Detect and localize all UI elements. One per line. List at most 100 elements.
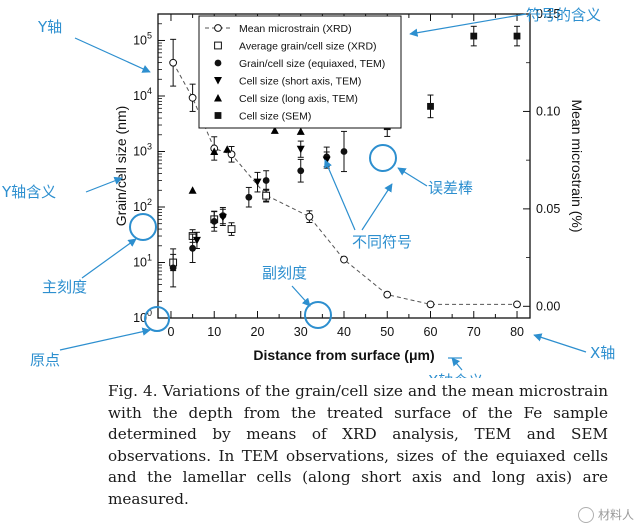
data-point (169, 58, 178, 67)
x-tick-label: 80 (510, 325, 524, 339)
y2-tick-label: 0.15 (536, 7, 560, 21)
anno-symbol-meaning: 符号的含义 (526, 6, 601, 24)
legend-box (198, 15, 402, 129)
legend-marker (214, 24, 222, 32)
anno-x-axis-arrow (533, 333, 587, 353)
legend-label: Cell size (SEM) (239, 111, 311, 123)
legend-label: Cell size (long axis, TEM) (239, 93, 358, 105)
legend-entry: Cell size (SEM) (214, 111, 311, 123)
data-point (513, 300, 521, 309)
legend-entry: Mean microstrain (XRD) (205, 23, 352, 35)
data-point (227, 225, 236, 233)
data-point (426, 300, 435, 309)
figure-caption: Fig. 4. Variations of the grain/cell siz… (108, 382, 608, 508)
legend-marker (214, 59, 222, 67)
data-point (262, 191, 271, 200)
legend-entry: Cell size (short axis, TEM) (214, 76, 361, 88)
anno-y-axis: Y轴 (37, 18, 62, 36)
data-point (296, 145, 305, 154)
anno-y-axis-arrow (74, 37, 151, 73)
data-point (470, 32, 478, 40)
series-3 (192, 140, 331, 250)
watermark-text: 材料人 (597, 508, 634, 522)
y2-tick-label: 0.00 (536, 299, 560, 313)
data-point (169, 264, 177, 272)
anno-different-symbols-arrow-1 (324, 159, 356, 231)
legend-entry: Grain/cell size (equiaxed, TEM) (214, 58, 385, 70)
anno-origin-circle (144, 306, 170, 332)
x-tick-label: 0 (168, 325, 175, 339)
y-tick-label: 100 (133, 308, 152, 325)
data-point (192, 236, 201, 245)
legend-entry: Cell size (long axis, TEM) (214, 93, 358, 105)
watermark: 材料人 (577, 506, 634, 523)
x-tick-label: 40 (337, 325, 351, 339)
series-0 (169, 38, 521, 309)
x-tick-label: 50 (380, 325, 394, 339)
data-point (210, 218, 218, 225)
x-tick-label: 30 (294, 325, 308, 339)
data-point (270, 126, 279, 134)
y2-axis-label: Mean microstrain (%) (569, 99, 585, 232)
data-point (513, 32, 521, 40)
data-point (188, 93, 197, 102)
anno-error-bar: 误差棒 (428, 179, 473, 197)
data-point (340, 255, 348, 264)
legend-label: Mean microstrain (XRD) (239, 23, 352, 35)
y-tick-label: 103 (133, 141, 152, 158)
anno-major-tick: 主刻度 (42, 278, 87, 296)
y-axis-label: Grain/cell size (nm) (113, 106, 129, 227)
series-1 (169, 188, 271, 272)
y2-tick-label: 0.10 (536, 104, 560, 118)
x-axis-label: Distance from surface (μm) (253, 347, 434, 363)
legend-marker (214, 77, 222, 85)
data-point (305, 212, 314, 221)
anno-major-tick-arrow (81, 238, 137, 279)
legend: Mean microstrain (XRD) Average grain/cell… (198, 15, 402, 129)
anno-x-axis-meaning: X轴含义 (428, 372, 483, 378)
legend-marker (214, 41, 222, 50)
data-point (218, 213, 227, 222)
legend-entry: Average grain/cell size (XRD) (214, 41, 377, 53)
anno-minor-tick: 副刻度 (262, 264, 307, 282)
x-tick-label: 10 (207, 325, 221, 339)
data-point (245, 193, 253, 201)
data-point (253, 178, 262, 187)
y-tick-label: 101 (133, 252, 152, 269)
annotations: Y轴符号的含义Y轴含义主刻度原点副刻度不同符号误差棒X轴X轴含义图题 (1, 6, 615, 378)
y-tick-label: 105 (133, 30, 152, 47)
anno-error-bar-circle (369, 144, 397, 172)
chart-marks (169, 25, 521, 309)
anno-origin: 原点 (30, 351, 60, 369)
data-point (188, 186, 197, 194)
data-point (223, 145, 232, 153)
anno-different-symbols-arrow-2 (361, 183, 393, 231)
y2-tick-label: 0.05 (536, 202, 560, 216)
x-tick-label: 20 (251, 325, 265, 339)
legend-marker (214, 112, 222, 119)
anno-different-symbols: 不同符号 (352, 233, 412, 251)
series-5 (383, 25, 521, 137)
data-point (383, 290, 392, 299)
legend-marker (214, 94, 222, 102)
anno-minor-tick-circle (304, 301, 332, 329)
data-point (340, 148, 348, 155)
data-point (262, 177, 270, 184)
legend-label: Average grain/cell size (XRD) (239, 41, 377, 53)
anno-y-axis-meaning-arrow (85, 176, 123, 193)
data-point (297, 167, 305, 175)
y-tick-label: 102 (133, 197, 152, 214)
watermark-logo-icon (577, 506, 594, 523)
anno-x-axis: X轴 (590, 344, 615, 362)
anno-symbol-meaning-arrow (409, 13, 527, 37)
legend-label: Grain/cell size (equiaxed, TEM) (239, 58, 385, 70)
series-2 (169, 130, 348, 288)
data-point (427, 102, 434, 110)
x-tick-label: 70 (467, 325, 481, 339)
anno-major-tick-circle (129, 213, 157, 241)
microstrain-line (172, 62, 518, 305)
anno-y-axis-meaning: Y轴含义 (1, 183, 56, 201)
anno-error-bar-arrow (397, 167, 428, 187)
